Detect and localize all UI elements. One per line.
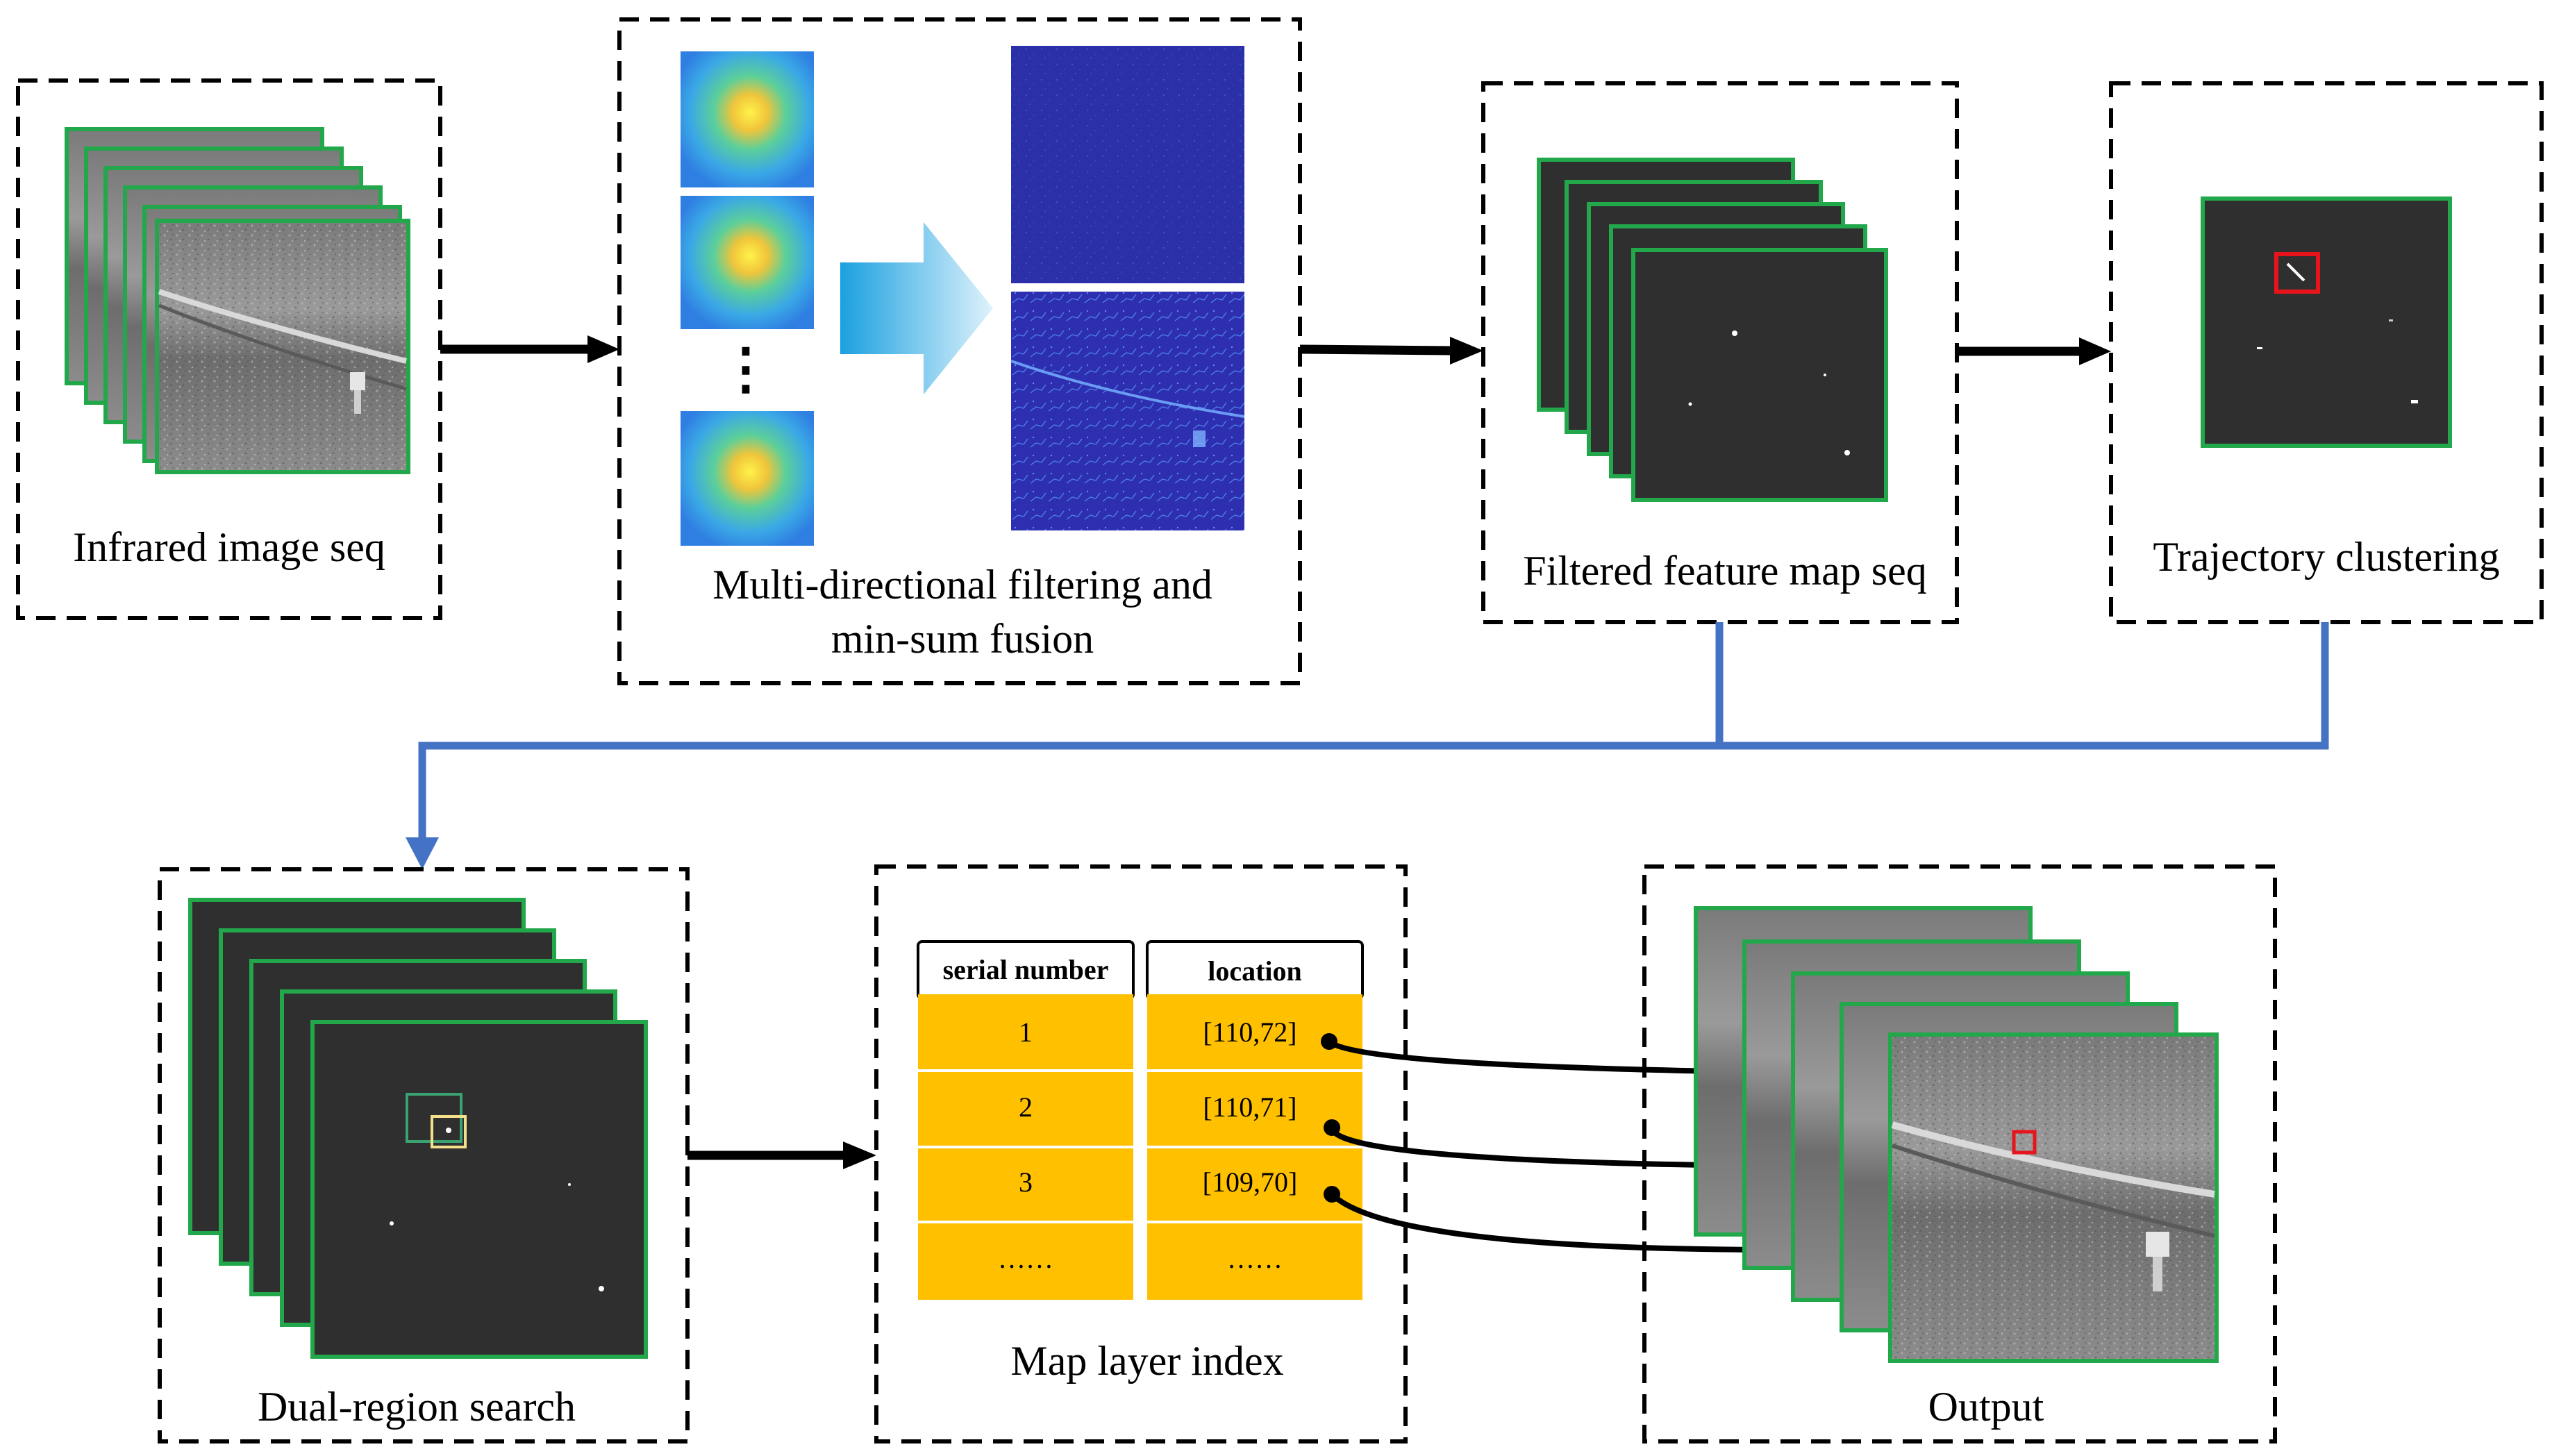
row-serial: ……	[998, 1243, 1053, 1274]
arrow-filtered-to-trajectory	[1957, 337, 2111, 365]
output-image-stack	[1694, 906, 2219, 1363]
table-row: 3 [109,70]	[1019, 1166, 1297, 1198]
row-location: ……	[1227, 1243, 1283, 1274]
dual-map-frame-front	[310, 1020, 648, 1359]
noise-blip	[2257, 347, 2262, 349]
infrared-image-stack	[65, 127, 410, 474]
stage-infrared: Infrared image seq	[16, 78, 442, 620]
target-point	[390, 1221, 394, 1225]
target-point	[1824, 374, 1826, 376]
blue-connector	[406, 622, 2329, 869]
header-serial: serial number	[943, 954, 1109, 985]
caption-index: Map layer index	[1010, 1338, 1283, 1384]
stage-output: Output	[1642, 864, 2277, 1444]
filter-kernel	[681, 51, 814, 187]
row-location: [110,71]	[1203, 1091, 1296, 1123]
caption-infrared: Infrared image seq	[73, 524, 385, 570]
dual-map-stack	[188, 898, 648, 1359]
target-point	[568, 1183, 571, 1186]
arrow-infrared-to-filtering	[440, 335, 619, 363]
table-row: 2 [110,71]	[1019, 1091, 1297, 1123]
filter-kernel	[681, 411, 814, 546]
caption-filtered: Filtered feature map seq	[1523, 548, 1926, 594]
stage-trajectory-box	[2109, 81, 2544, 624]
filter-kernel	[681, 196, 814, 329]
stage-output-box	[1642, 864, 2277, 1444]
table-row: …… ……	[998, 1243, 1283, 1274]
row-location: [109,70]	[1203, 1166, 1298, 1198]
arrow-filtering-to-filtered	[1299, 337, 1483, 365]
header-location: location	[1208, 955, 1302, 987]
water-tower-icon	[350, 372, 365, 390]
fused-map-bottom	[1010, 292, 1245, 530]
search-window-small	[431, 1115, 467, 1148]
target-point	[1688, 402, 1692, 406]
water-tower-icon	[2146, 1232, 2169, 1257]
stage-filtered: Filtered feature map seq	[1481, 81, 1959, 624]
target-point	[1732, 330, 1737, 336]
stage-dual: Dual-region search	[158, 867, 690, 1444]
trajectory-highlight-box	[2274, 252, 2320, 294]
arrow-dual-to-index	[687, 1141, 876, 1169]
caption-filtering-line1: Multi-directional filtering and	[712, 562, 1212, 608]
noise-blip	[2389, 319, 2393, 321]
detected-target-box	[2012, 1130, 2037, 1155]
fused-map-top	[1011, 46, 1244, 283]
infrared-frame-front	[155, 219, 410, 474]
index-table: serial number location 1 [110,72] 2 [110…	[917, 940, 1364, 1300]
target-point	[1844, 450, 1850, 455]
clustered-map	[2201, 196, 2452, 448]
target-point	[599, 1286, 604, 1291]
feature-map-stack	[1537, 158, 1888, 502]
caption-output: Output	[1928, 1384, 2044, 1430]
output-frame-front	[1888, 1032, 2219, 1363]
row-serial: 3	[1019, 1166, 1033, 1198]
row-serial: 1	[1019, 1016, 1033, 1048]
table-row: 1 [110,72]	[1019, 1016, 1297, 1048]
target-point	[446, 1128, 451, 1133]
noise-blip	[2411, 400, 2418, 403]
row-location: [110,72]	[1203, 1016, 1296, 1048]
ellipsis-kernels: ⋮	[718, 339, 774, 400]
feature-map-frame-front	[1631, 248, 1888, 502]
stage-index: serial number location 1 [110,72] 2 [110…	[874, 864, 1408, 1444]
processing-arrow	[840, 222, 993, 394]
row-serial: 2	[1019, 1091, 1033, 1123]
caption-trajectory: Trajectory clustering	[2153, 534, 2499, 580]
stage-filtering: ⋮ Multi-directional filtering and min-su…	[617, 17, 1302, 685]
caption-dual: Dual-region search	[258, 1384, 576, 1430]
stage-trajectory: Trajectory clustering	[2109, 81, 2544, 624]
caption-filtering-line2: min-sum fusion	[831, 616, 1094, 662]
